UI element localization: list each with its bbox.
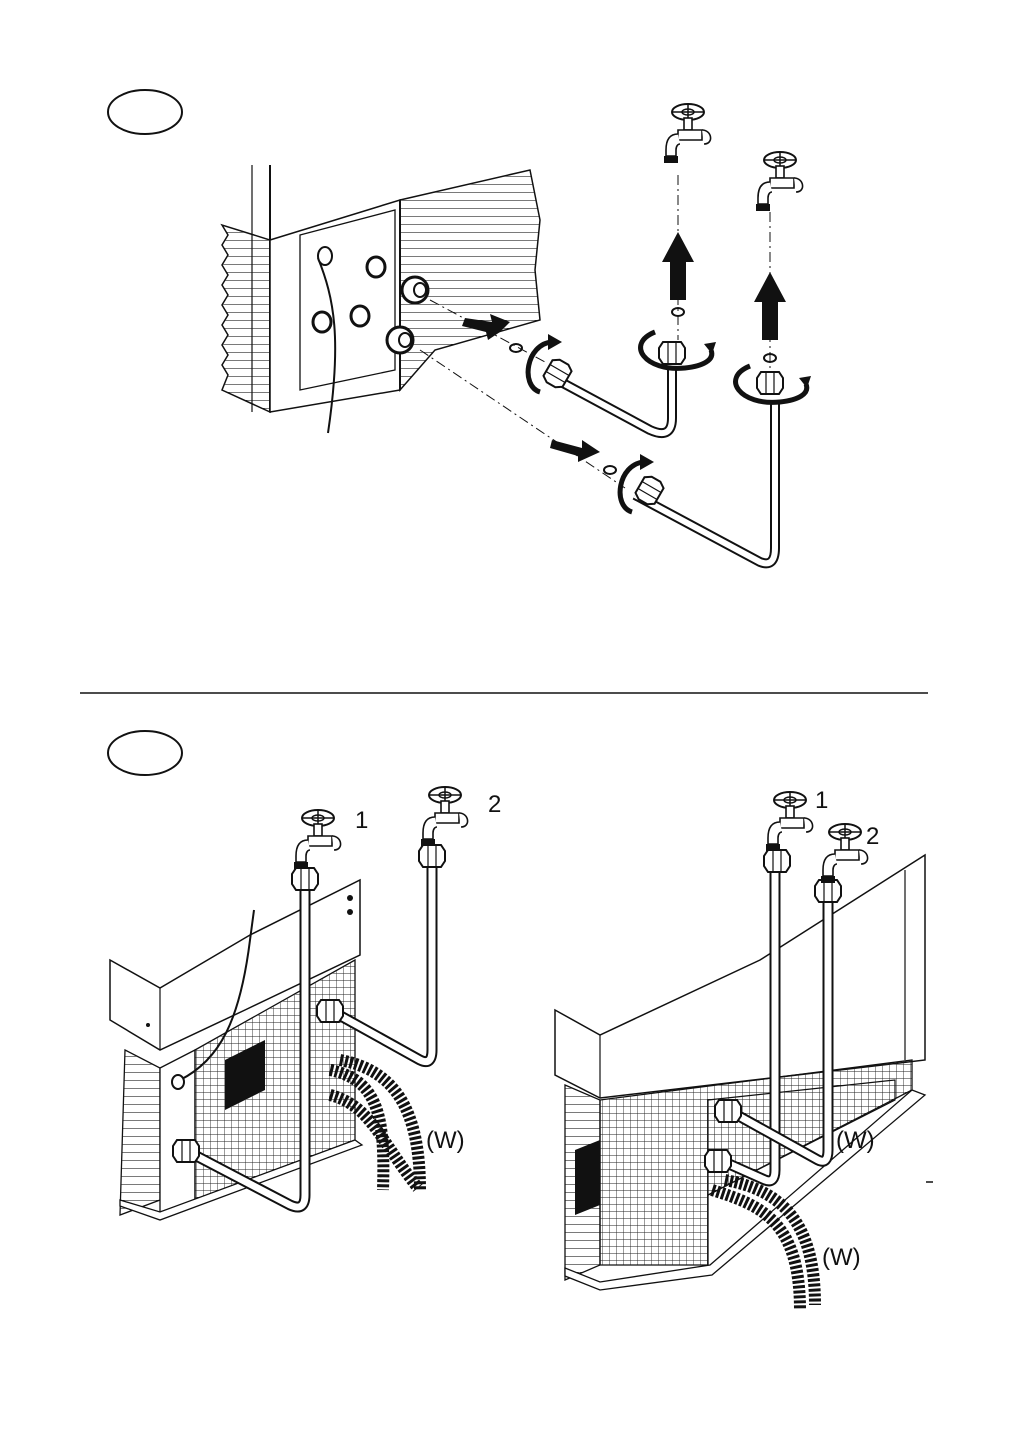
lift-arrow-icon bbox=[754, 272, 786, 340]
drain-hose-label-lower: (W) bbox=[822, 1244, 861, 1271]
water-tap-1-icon bbox=[294, 810, 341, 869]
water-tap-1-icon bbox=[766, 792, 813, 851]
tap-label-1: 1 bbox=[355, 807, 368, 834]
water-tap-2-icon bbox=[421, 787, 468, 846]
hose-nut-icon bbox=[317, 1000, 343, 1022]
hose-nut-icon bbox=[815, 880, 841, 902]
hose-nut-icon bbox=[764, 850, 790, 872]
hose-nut-icon bbox=[715, 1100, 741, 1122]
push-arrow-icon bbox=[550, 440, 600, 462]
seal-ring-icon bbox=[510, 344, 522, 352]
left-view: 1 2 (W) bbox=[110, 787, 501, 1220]
hose-nut-icon bbox=[292, 868, 318, 890]
figure-a bbox=[108, 90, 811, 563]
tap-label-2: 2 bbox=[866, 823, 879, 850]
drain-hose-label: (W) bbox=[836, 1127, 875, 1154]
hose-nut-icon bbox=[705, 1150, 731, 1172]
drain-hose-label: (W) bbox=[426, 1127, 465, 1154]
hose-nut-icon bbox=[757, 372, 783, 394]
right-view: 1 2 (W) (W) bbox=[555, 787, 933, 1310]
water-tap-icon bbox=[756, 152, 803, 211]
figure-a-callout bbox=[108, 90, 182, 134]
tap-label-1: 1 bbox=[815, 787, 828, 814]
hose-nut-icon bbox=[419, 845, 445, 867]
water-tap-2-icon bbox=[821, 824, 868, 883]
figure-b: 1 2 (W) bbox=[108, 731, 933, 1310]
hose-nut-icon bbox=[659, 342, 685, 364]
tap-label-2: 2 bbox=[488, 791, 501, 818]
cable-gland-icon bbox=[318, 247, 332, 265]
figure-b-callout bbox=[108, 731, 182, 775]
water-tap-icon bbox=[664, 104, 711, 163]
seal-ring-icon bbox=[604, 466, 616, 474]
lift-arrow-icon bbox=[662, 232, 694, 300]
unit-back-panel bbox=[222, 165, 540, 412]
hose-nut-icon bbox=[173, 1140, 199, 1162]
